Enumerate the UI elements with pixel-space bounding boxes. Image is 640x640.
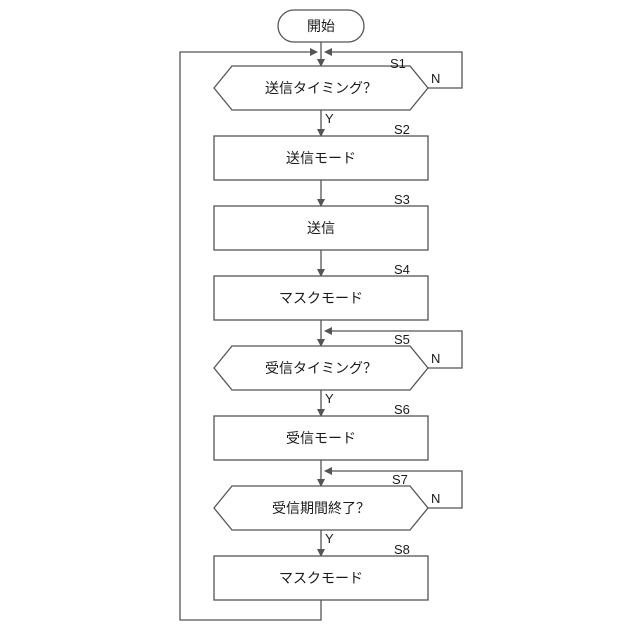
step-s5-no-label: N xyxy=(431,351,440,366)
connectors xyxy=(180,42,462,620)
step-s4-id: S4 xyxy=(394,262,410,277)
step-s7-id: S7 xyxy=(392,472,408,487)
step-s7: 受信期間終了？ S7 N Y xyxy=(214,472,440,546)
step-s5-id: S5 xyxy=(394,332,410,347)
step-s6-label: 受信モード xyxy=(286,431,356,447)
start-terminal: 開始 xyxy=(278,10,364,42)
step-s1-id: S1 xyxy=(390,56,406,71)
step-s6-id: S6 xyxy=(394,402,410,417)
step-s5-label: 受信タイミング？ xyxy=(265,361,377,377)
step-s7-yes-label: Y xyxy=(325,531,334,546)
step-s2-label: 送信モード xyxy=(286,151,356,167)
step-s1: 送信タイミング？ S1 N Y xyxy=(214,56,440,126)
step-s8-label: マスクモード xyxy=(279,571,363,587)
step-s1-yes-label: Y xyxy=(325,111,334,126)
step-s3-label: 送信 xyxy=(307,221,335,237)
step-s5-yes-label: Y xyxy=(325,391,334,406)
step-s8-id: S8 xyxy=(394,542,410,557)
start-label: 開始 xyxy=(307,19,335,35)
step-s4-label: マスクモード xyxy=(279,291,363,307)
step-s2-id: S2 xyxy=(394,122,410,137)
step-s7-label: 受信期間終了？ xyxy=(272,501,370,517)
step-s1-no-label: N xyxy=(431,71,440,86)
step-s1-label: 送信タイミング？ xyxy=(265,81,377,97)
step-s5: 受信タイミング？ S5 N Y xyxy=(214,332,440,406)
step-s3-id: S3 xyxy=(394,192,410,207)
step-s7-no-label: N xyxy=(431,491,440,506)
